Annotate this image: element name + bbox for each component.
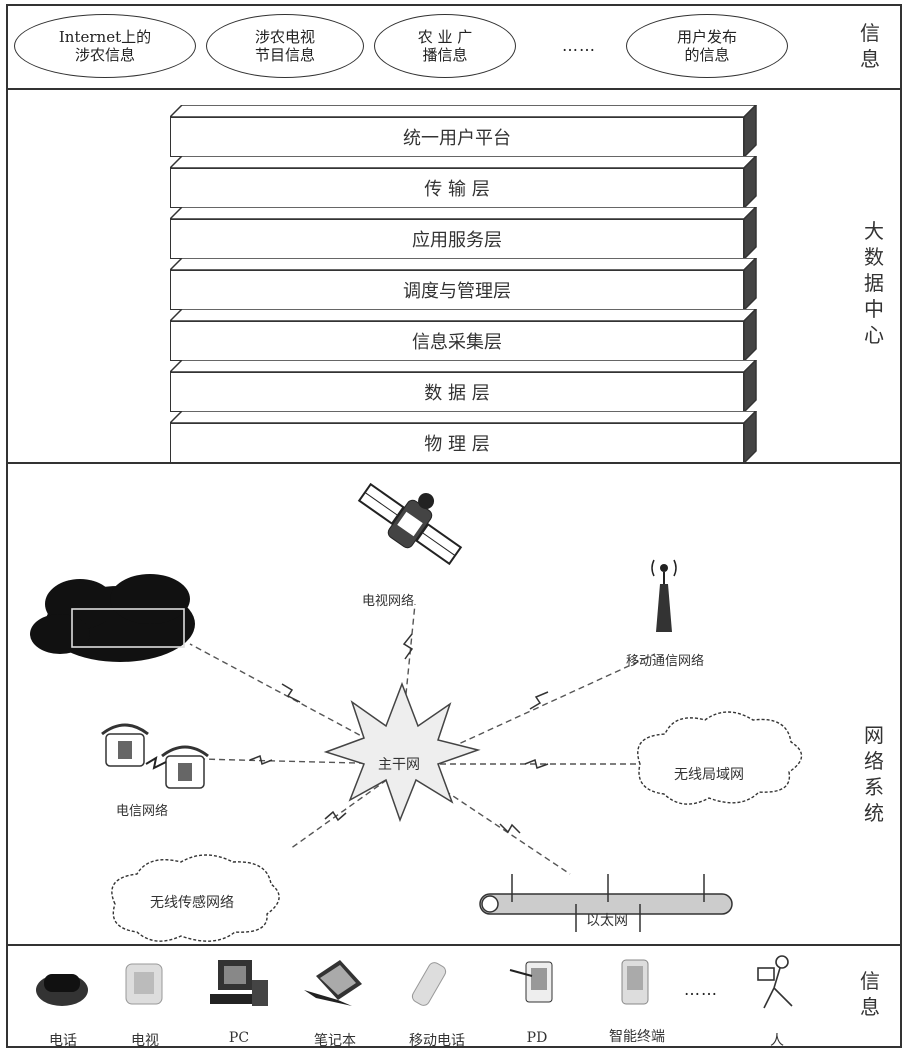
label-telecom-network: 电信网络 <box>116 804 169 819</box>
device-label-laptop: 笔记本 <box>314 1033 356 1049</box>
person-icon <box>757 955 793 1009</box>
device-icons <box>36 955 793 1009</box>
device-label-pc: PC <box>228 1030 250 1046</box>
device-label-smart: 智能终端 <box>609 1029 665 1045</box>
satellite-icon <box>357 482 463 566</box>
tv-device-icon <box>125 963 163 1005</box>
layer-3d-edges <box>170 360 758 412</box>
mobile-phone-device-icon <box>411 962 447 1006</box>
source-tv-program: 涉农电视 节目信息 <box>206 14 364 78</box>
source-user-published: 用户发布 的信息 <box>626 14 788 78</box>
cell-tower-icon <box>651 559 677 632</box>
ethernet-bus-icon <box>479 874 733 932</box>
label-ethernet: 以太网 <box>586 913 628 929</box>
divider-top <box>6 88 902 90</box>
telephone-icon <box>101 723 209 789</box>
layer-label: 信息采集层 <box>170 321 744 361</box>
label-mobile-network: 移动通信网络 <box>626 654 705 669</box>
wlan-cloud-icon <box>637 711 803 805</box>
phone-device-icon <box>36 974 88 1006</box>
source-internet: Internet上的 涉农信息 <box>14 14 196 78</box>
label-tv-network: 电视网络 <box>362 594 415 609</box>
label-backbone: 主干网 <box>378 757 420 773</box>
source-ellipsis: …… <box>562 36 596 55</box>
link-zigzag-markers <box>249 633 549 834</box>
device-ellipsis: …… <box>684 980 718 999</box>
internet-cloud-icon <box>30 574 195 662</box>
smart-terminal-icon <box>621 959 649 1005</box>
laptop-device-icon <box>304 960 362 1006</box>
device-label-person: 人 <box>770 1033 784 1049</box>
label-wlan: 无线局域网 <box>674 767 744 783</box>
layer-label: 物 理 层 <box>170 423 744 463</box>
section-label-info-top: 信 息 <box>860 21 880 71</box>
layer-label: 应用服务层 <box>170 219 744 259</box>
layer-label: 传 输 层 <box>170 168 744 208</box>
section-label-datacenter: 大 数 据 中 心 <box>864 219 884 347</box>
device-label-phone: 电话 <box>49 1033 77 1049</box>
diagram-frame <box>6 4 902 1048</box>
section-label-info-bottom: 信 息 <box>860 969 880 1019</box>
layer-label: 调度与管理层 <box>170 270 744 310</box>
pc-device-icon <box>210 960 268 1006</box>
divider-bottom <box>6 944 902 946</box>
pda-device-icon <box>509 961 553 1003</box>
layer-label: 统一用户平台 <box>170 117 744 157</box>
device-label-mobile: 移动电话 <box>409 1033 465 1049</box>
backbone-star-icon <box>323 681 481 823</box>
label-wsn: 无线传感网络 <box>150 895 234 911</box>
section-label-network: 网 络 系 统 <box>864 723 884 825</box>
device-label-tv: 电视 <box>131 1033 159 1049</box>
device-label-pd: PD <box>526 1030 548 1046</box>
layer-label: 数 据 层 <box>170 372 744 412</box>
wsn-cloud-icon <box>111 854 280 942</box>
source-broadcast: 农 业 广 播信息 <box>374 14 516 78</box>
network-diagram <box>30 482 803 942</box>
divider-middle <box>6 462 902 464</box>
